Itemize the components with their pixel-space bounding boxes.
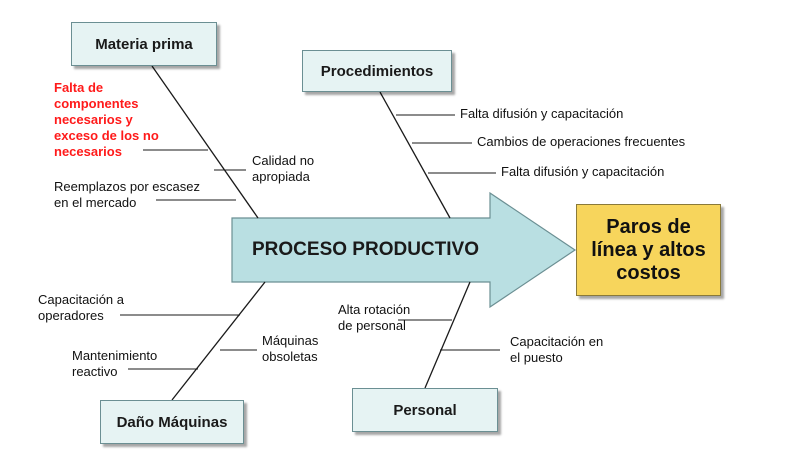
category-procedimientos: Procedimientos: [302, 50, 452, 92]
spine-arrow: [231, 191, 577, 309]
cause-label: Capacitación en el puesto: [510, 334, 604, 365]
bone-dano-maquinas: [171, 281, 266, 401]
cause-label: Calidad no apropiada: [252, 153, 315, 184]
spine-label: PROCESO PRODUCTIVO: [252, 239, 479, 260]
cause-label: Falta difusión y capacitación: [460, 106, 624, 121]
category-personal: Personal: [352, 388, 498, 432]
bone-materia-prima: [151, 65, 259, 219]
cause-label: Cambios de operaciones frecuentes: [477, 134, 686, 149]
cause-label: Falta de componentes necesarios y exceso…: [54, 80, 159, 159]
bone-personal: [424, 281, 471, 389]
category-materia-prima: Materia prima: [71, 22, 217, 66]
cause-label: Alta rotación de personal: [338, 302, 411, 333]
cause-label: Falta difusión y capacitación: [501, 164, 665, 179]
category-dano-maquinas: Daño Máquinas: [100, 400, 244, 444]
cause-label: Capacitación a operadores: [38, 292, 124, 323]
cause-label: Mantenimiento reactivo: [72, 348, 158, 379]
cause-label: Máquinas obsoletas: [262, 333, 319, 364]
effect-box: Paros de línea y altos costos: [576, 204, 721, 296]
bone-procedimientos: [379, 91, 451, 219]
cause-label: Reemplazos por escasez en el mercado: [54, 179, 200, 210]
